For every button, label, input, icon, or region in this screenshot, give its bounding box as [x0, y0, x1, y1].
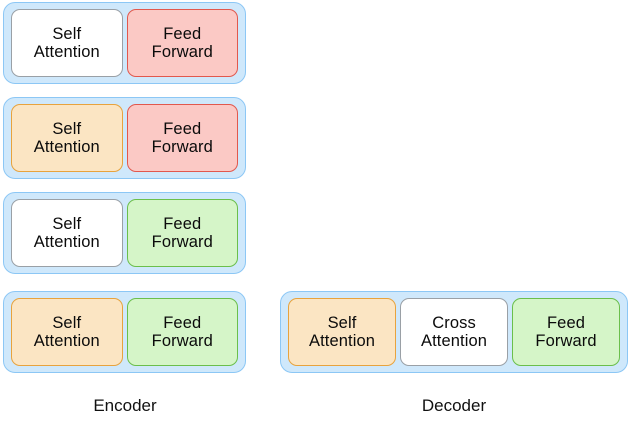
encoder-layer-2-self-attention-line1: Self	[52, 119, 82, 138]
encoder-layer-1-self-attention-line2: Attention	[33, 43, 100, 61]
encoder-layer-3-feed-forward-box: Feed Forward	[126, 199, 238, 267]
encoder-layer-4-feed-forward-line2: Forward	[151, 332, 213, 350]
encoder-layer-4-self-attention-line1: Self	[52, 313, 82, 332]
encoder-layer-3-self-attention-line2: Attention	[33, 233, 100, 251]
decoder-layer-1-cross-attention-line2: Attention	[420, 332, 488, 350]
decoder-layer-1-cross-attention-box: Cross Attention	[400, 298, 508, 366]
encoder-layer-1: Self Attention Feed Forward	[3, 2, 246, 84]
decoder-layer-1-self-attention-line2: Attention	[308, 332, 376, 350]
encoder-layer-3-self-attention-box: Self Attention	[11, 199, 123, 267]
encoder-layer-4: Self Attention Feed Forward	[3, 291, 246, 373]
encoder-layer-4-self-attention-box: Self Attention	[11, 298, 123, 366]
encoder-layer-2-feed-forward-line2: Forward	[151, 138, 213, 156]
decoder-layer-1-feed-forward-line2: Forward	[535, 332, 597, 350]
encoder-layer-3: Self Attention Feed Forward	[3, 192, 246, 274]
encoder-layer-1-feed-forward-line2: Forward	[151, 43, 213, 61]
decoder-layer-1-cross-attention-line1: Cross	[432, 313, 476, 332]
encoder-layer-3-feed-forward-line2: Forward	[151, 233, 213, 251]
encoder-layer-3-feed-forward-line1: Feed	[163, 214, 202, 233]
decoder-layer-1-self-attention-line1: Self	[327, 313, 357, 332]
encoder-caption: Encoder	[93, 396, 157, 415]
encoder-layer-2: Self Attention Feed Forward	[3, 97, 246, 179]
decoder-layer-1-feed-forward-line1: Feed	[546, 313, 585, 332]
decoder-layer-1: Self Attention Cross Attention Feed Forw…	[280, 291, 628, 373]
encoder-layer-4-self-attention-line2: Attention	[33, 332, 100, 350]
encoder-layer-2-self-attention-box: Self Attention	[11, 104, 123, 172]
encoder-layer-4-feed-forward-box: Feed Forward	[126, 298, 238, 366]
decoder-layer-1-feed-forward-box: Feed Forward	[512, 298, 620, 366]
encoder-layer-2-feed-forward-box: Feed Forward	[126, 104, 238, 172]
encoder-layer-1-self-attention-box: Self Attention	[11, 9, 123, 77]
encoder-layer-1-feed-forward-box: Feed Forward	[126, 9, 238, 77]
encoder-layer-1-feed-forward-line1: Feed	[163, 24, 202, 43]
decoder-caption: Decoder	[421, 396, 487, 415]
decoder-layer-1-self-attention-box: Self Attention	[288, 298, 396, 366]
encoder-layer-2-feed-forward-line1: Feed	[163, 119, 202, 138]
encoder-layer-2-self-attention-line2: Attention	[33, 138, 100, 156]
encoder-layer-3-self-attention-line1: Self	[52, 214, 82, 233]
encoder-layer-4-feed-forward-line1: Feed	[163, 313, 202, 332]
encoder-layer-1-self-attention-line1: Self	[52, 24, 82, 43]
